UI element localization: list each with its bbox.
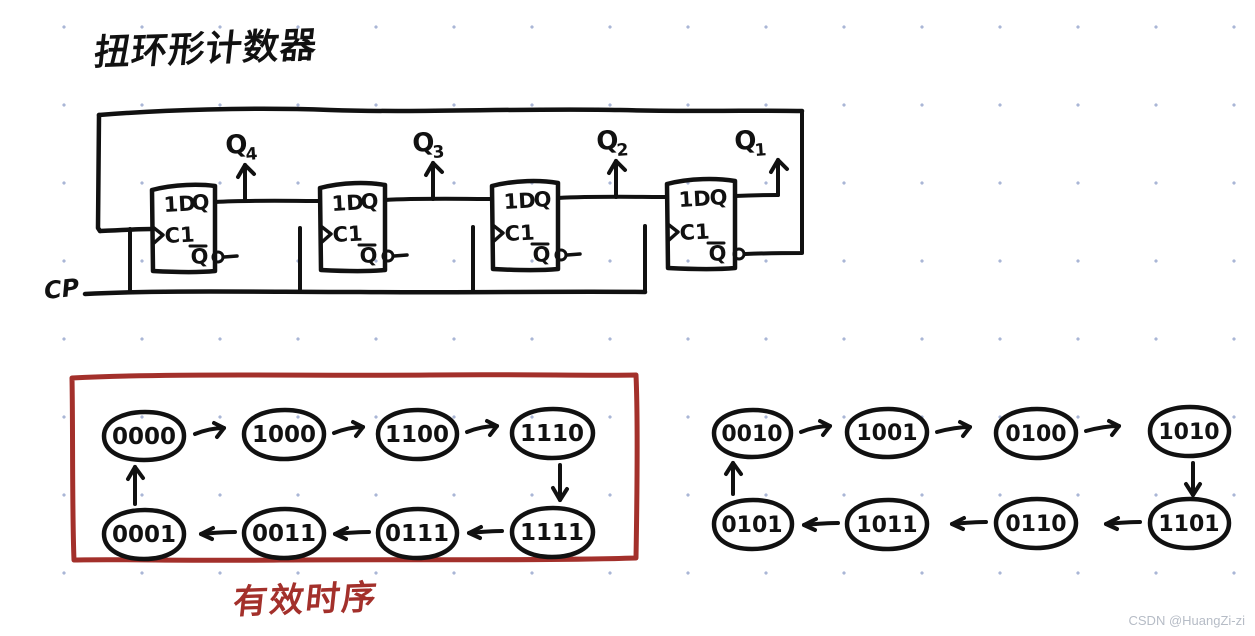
output-label-q4: Q 4 (224, 130, 258, 165)
output-label-q2: Q 2 (595, 126, 629, 161)
svg-text:Q: Q (359, 243, 378, 268)
invalid-top-states: 0010 1001 0100 1010 (711, 404, 1232, 497)
valid-bottom-states: 1111 0111 0011 0001 (101, 465, 596, 562)
q1-label-subscript: 1 (754, 140, 767, 161)
valid-top-states: 0000 1000 1100 1110 (101, 406, 596, 502)
svg-text:Q: Q (191, 190, 210, 215)
q4-label-base: Q (224, 130, 248, 161)
output-tap-q4 (236, 163, 256, 203)
output-tap-q3 (424, 161, 444, 201)
invalid-state-1: 1001 (856, 421, 917, 446)
invalid-state-4: 1101 (1158, 512, 1219, 537)
svg-text:Q: Q (360, 189, 379, 214)
svg-text:1D: 1D (331, 190, 364, 216)
invalid-state-3: 1010 (1158, 420, 1219, 445)
invalid-state-0: 0010 (721, 422, 782, 447)
watermark: CSDN @HuangZi-zi (1128, 613, 1246, 628)
clock-rail: CP (43, 273, 648, 305)
q3-label-subscript: 3 (432, 142, 445, 163)
svg-text:C1: C1 (504, 220, 535, 246)
valid-state-6: 0011 (252, 521, 316, 547)
flipflop-ff4: 1D Q C1 Q (128, 182, 320, 294)
valid-sequence-box (69, 372, 640, 563)
clock-label: CP (43, 273, 81, 305)
valid-state-7: 0001 (112, 522, 176, 548)
svg-text:1D: 1D (163, 191, 196, 217)
invalid-state-5: 0110 (1005, 512, 1066, 537)
valid-state-2: 1100 (385, 422, 449, 448)
invalid-state-6: 1011 (856, 513, 917, 538)
svg-text:Q: Q (532, 242, 551, 267)
invalid-state-2: 0100 (1005, 422, 1066, 447)
output-label-q3: Q 3 (411, 128, 445, 163)
flipflop-ff1: 1D Q C1 Q (643, 176, 746, 294)
svg-text:Q: Q (708, 241, 727, 266)
q4-label-subscript: 4 (245, 144, 258, 165)
valid-state-4: 1111 (520, 520, 584, 546)
q1-label-base: Q (733, 126, 757, 157)
circuit-qbar-feedback (733, 109, 804, 256)
output-label-q1: Q 1 (733, 126, 767, 161)
svg-text:C1: C1 (164, 222, 195, 248)
invalid-bottom-states: 1101 0110 1011 0101 (711, 461, 1232, 552)
svg-text:Q: Q (533, 187, 552, 212)
q3-label-base: Q (411, 128, 435, 159)
valid-sequence-caption: 有效时序 (231, 577, 381, 623)
output-tap-q2 (607, 159, 627, 199)
svg-text:C1: C1 (679, 219, 710, 245)
page-title: 扭环形计数器 (91, 25, 320, 74)
invalid-state-7: 0101 (721, 513, 782, 538)
flipflop-ff3: 1D Q C1 Q (298, 180, 492, 294)
valid-state-1: 1000 (252, 422, 316, 448)
flipflop-ff2: 1D Q C1 Q (471, 178, 667, 294)
svg-text:Q: Q (709, 185, 728, 210)
svg-text:C1: C1 (332, 221, 363, 247)
output-tap-q1 (769, 158, 789, 197)
svg-text:1D: 1D (678, 186, 711, 212)
svg-text:Q: Q (190, 244, 209, 269)
q2-label-subscript: 2 (616, 140, 629, 161)
q2-label-base: Q (595, 126, 619, 157)
valid-state-3: 1110 (520, 421, 584, 447)
valid-state-5: 0111 (385, 521, 449, 547)
svg-text:1D: 1D (503, 188, 536, 214)
valid-state-0: 0000 (112, 424, 176, 450)
